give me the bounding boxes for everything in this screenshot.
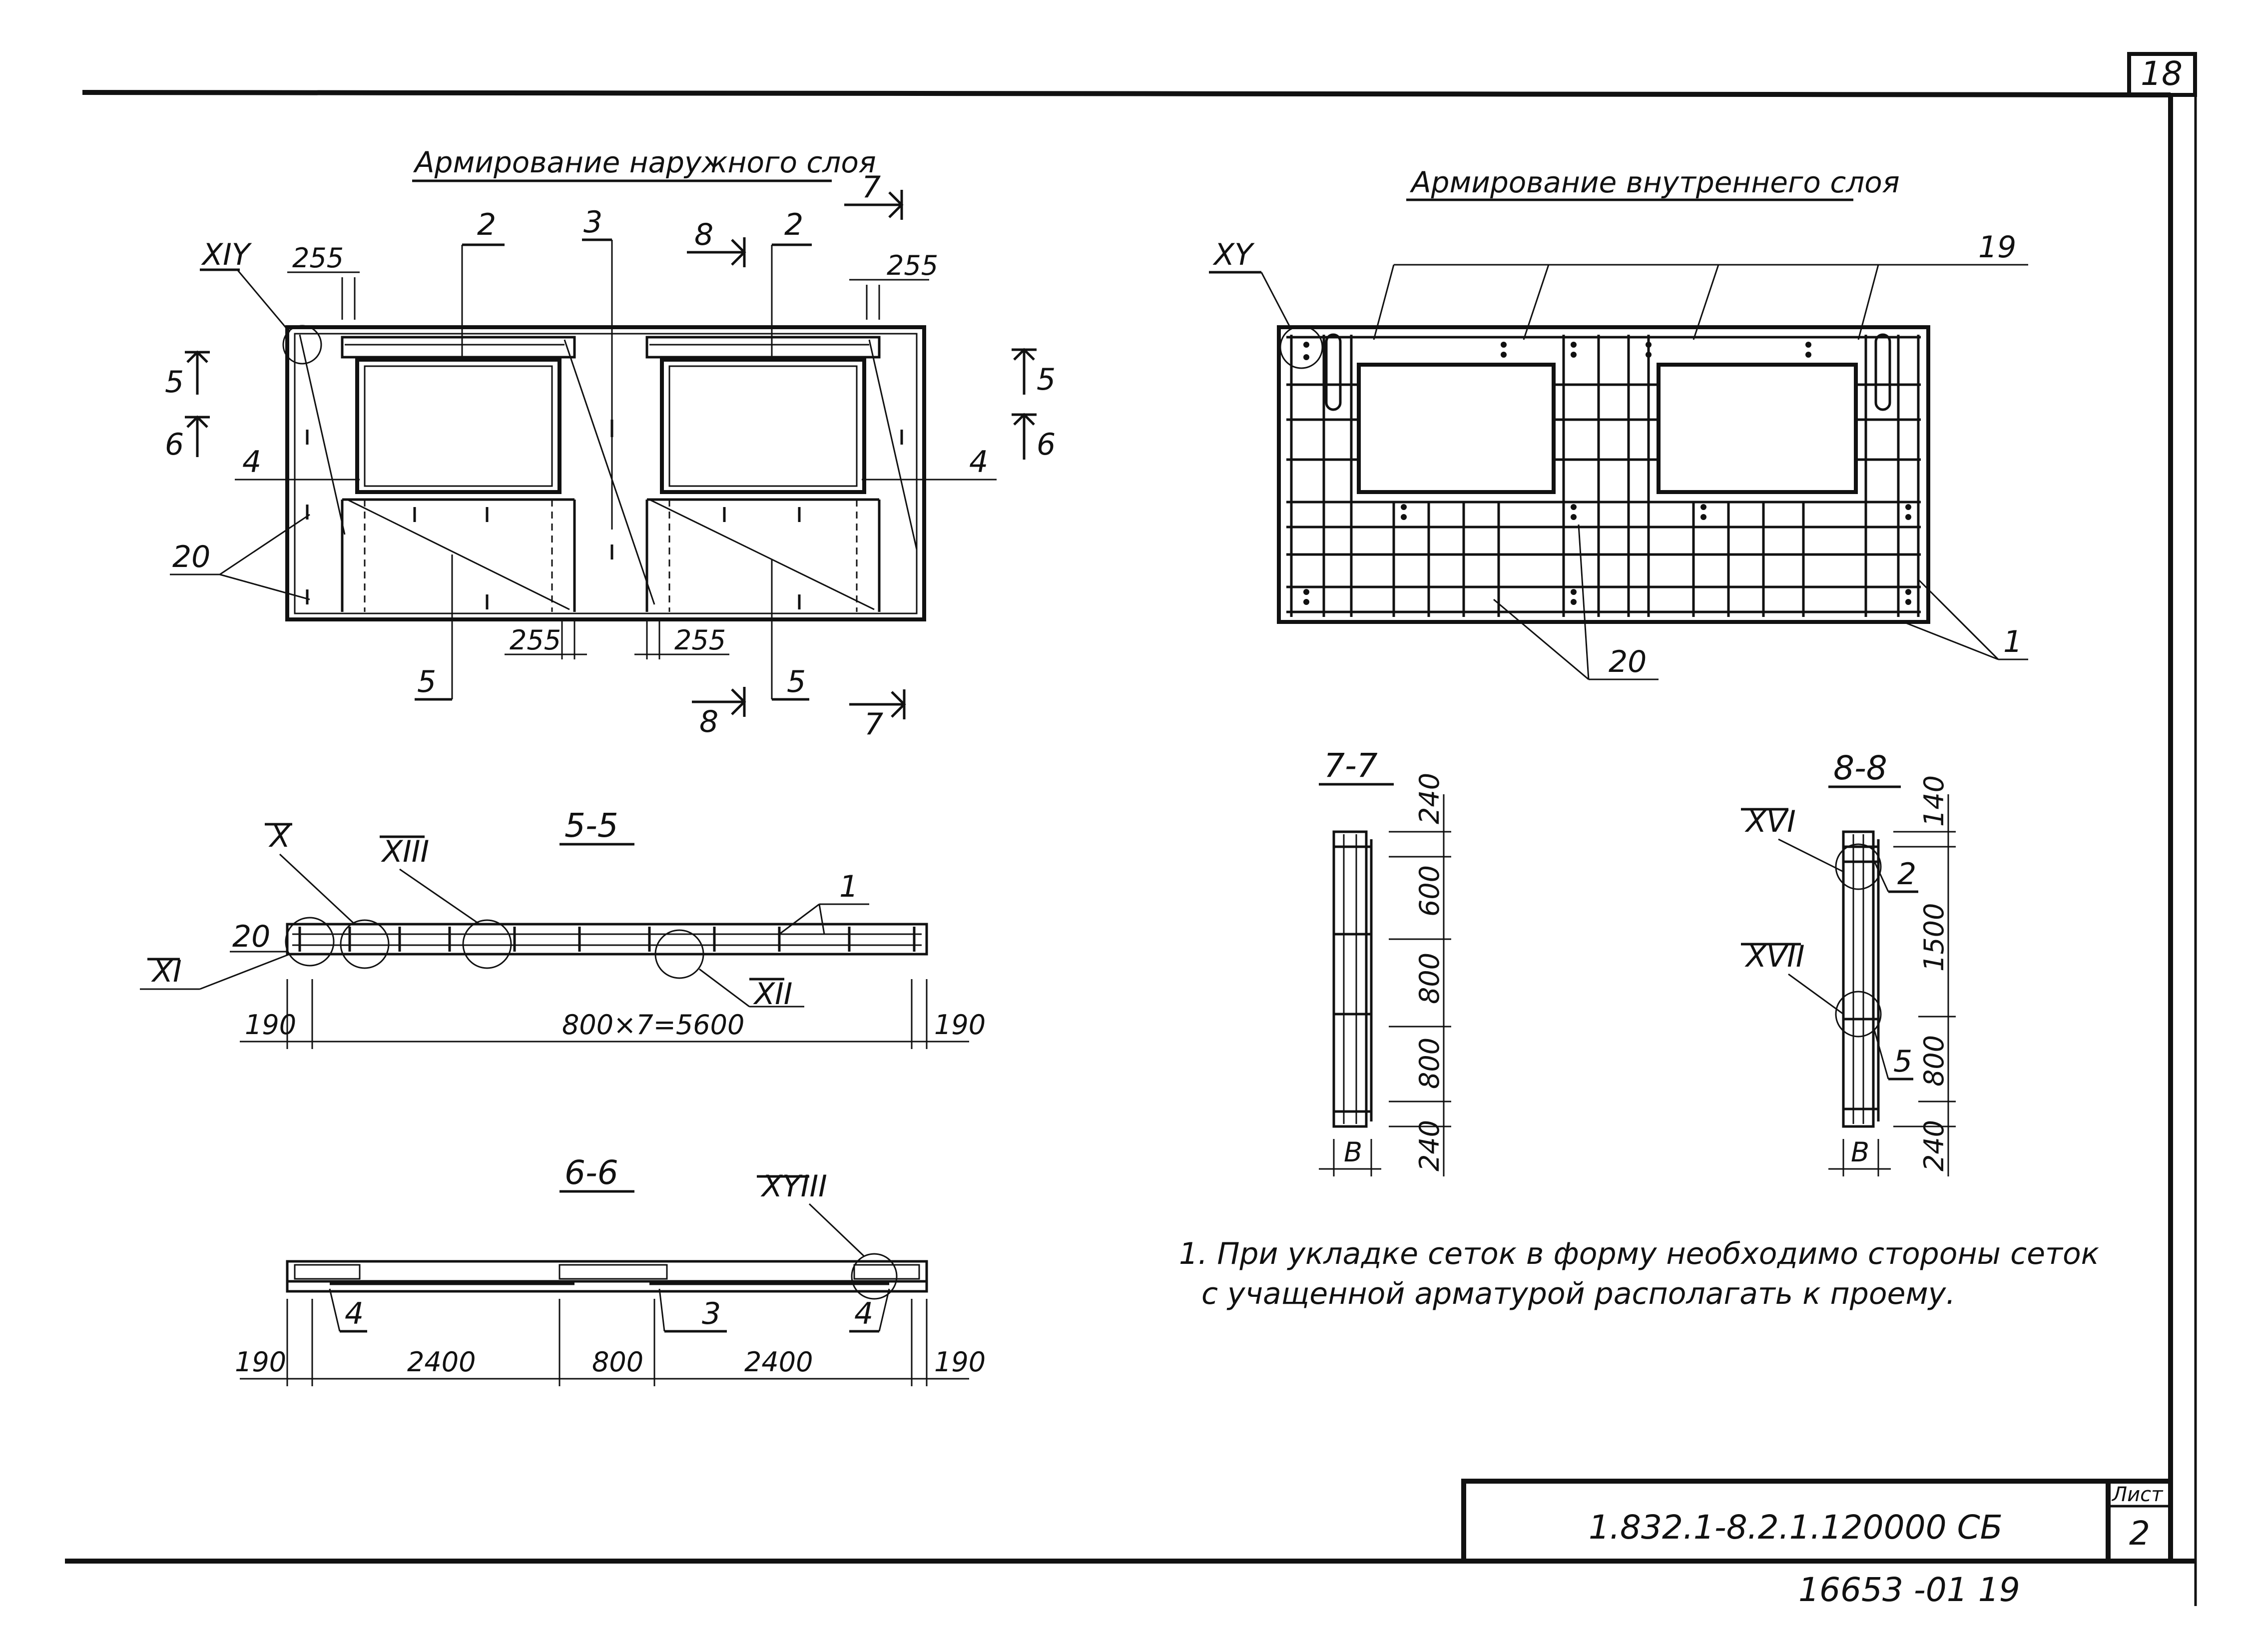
section-5-5-title: 5-5: [564, 806, 618, 845]
callout-5a: 5: [417, 664, 436, 699]
dim-5600-s55: 800×7=5600: [562, 1009, 744, 1041]
list-number: 2: [2129, 1514, 2150, 1553]
outer-layer-title: Армирование наружного слоя: [413, 145, 876, 179]
dim-600-s77: 600: [1414, 865, 1445, 917]
callout-20-inner: 20: [1609, 644, 1647, 679]
dim-190-a-s66: 190: [235, 1346, 286, 1378]
corner-sheet-number: 18: [2141, 54, 2183, 93]
mark-xyiii: XYIII: [760, 1169, 827, 1204]
note-line-2: с учащенной арматурой располагать к прое…: [1201, 1276, 1955, 1311]
callout-4-left: 4: [242, 445, 261, 480]
callout-5-s88: 5: [1893, 1044, 1912, 1079]
callout-3: 3: [583, 205, 602, 240]
inner-layer-title: Армирование внутреннего слоя: [1409, 165, 1900, 199]
callout-2-s88: 2: [1897, 857, 1916, 892]
section-6-6-title: 6-6: [564, 1153, 618, 1192]
mark-xii: XII: [753, 977, 793, 1012]
callout-1-inner: 1: [2003, 624, 2022, 659]
callout-4-right: 4: [969, 445, 988, 480]
dim-2400-a-s66: 2400: [407, 1346, 476, 1378]
outer-layer-plan: Армирование наружного слоя: [165, 145, 1056, 742]
dim-255-bottom-left: 255: [510, 624, 561, 656]
sheet-frame: 18: [65, 52, 2197, 1606]
title-block: 1.832.1-8.2.1.120000 СБ Лист 2 16653 -01…: [1461, 1479, 2173, 1609]
detail-mark-xiy: XIY: [201, 237, 252, 272]
dim-240-s88: 240: [1918, 1120, 1950, 1171]
width-b-s77: В: [1344, 1136, 1362, 1168]
callout-20-s55: 20: [232, 919, 270, 954]
dim-255-top-left: 255: [292, 242, 344, 274]
callout-20: 20: [172, 540, 210, 574]
dim-190-b-s66: 190: [934, 1346, 986, 1378]
dim-800-s66: 800: [592, 1346, 643, 1378]
dim-240-top-s77: 240: [1414, 773, 1445, 824]
section-mark-5-right: 5: [1037, 362, 1056, 397]
callout-19: 19: [1978, 230, 2016, 265]
section-7-7-title: 7-7: [1324, 746, 1378, 785]
callout-2b: 2: [784, 207, 803, 242]
section-mark-8-bottom: 8: [699, 704, 718, 739]
callout-1-s55: 1: [839, 869, 858, 904]
detail-mark-xy: XY: [1212, 237, 1255, 272]
section-6-6: 6-6 XYIII 4 3 4 190 2400 800 2400 190: [235, 1153, 986, 1386]
dim-800-b-s77: 800: [1414, 1038, 1445, 1089]
section-5-5: 5-5 X XIII XI XII 20: [140, 806, 986, 1049]
dim-140-s88: 140: [1918, 775, 1950, 827]
dim-190-right-s55: 190: [934, 1009, 986, 1041]
drawing-code: 1.832.1-8.2.1.120000 СБ: [1589, 1508, 2003, 1547]
width-b-s88: В: [1851, 1136, 1869, 1168]
dim-255-bottom-right: 255: [674, 624, 726, 656]
dim-240-bottom-s77: 240: [1414, 1120, 1445, 1171]
dim-800-a-s77: 800: [1414, 953, 1445, 1004]
section-mark-7-bottom: 7: [864, 707, 883, 742]
section-mark-6-left: 6: [165, 427, 184, 462]
section-mark-6-right: 6: [1037, 427, 1056, 462]
dim-800-s88: 800: [1918, 1035, 1950, 1087]
section-mark-8-top: 8: [694, 217, 713, 252]
mark-xiii: XIII: [381, 834, 429, 869]
callout-3-s66: 3: [702, 1296, 721, 1331]
section-8-8-title: 8-8: [1833, 749, 1887, 787]
dim-1500-s88: 1500: [1918, 903, 1950, 972]
section-mark-5-left: 5: [165, 365, 184, 400]
note-line-1: 1. При укладке сеток в форму необходимо …: [1179, 1236, 2099, 1271]
dim-2400-b-s66: 2400: [744, 1346, 813, 1378]
section-mark-7-top: 7: [862, 170, 881, 205]
dim-190-left-s55: 190: [245, 1009, 296, 1041]
notes: 1. При укладке сеток в форму необходимо …: [1179, 1236, 2099, 1311]
inventory-number: 16653 -01 19: [1798, 1571, 2020, 1609]
list-label: Лист: [2111, 1483, 2164, 1506]
inner-layer-plan: Армирование внутреннего слоя: [1209, 165, 2028, 680]
dim-255-top-right: 255: [887, 250, 938, 281]
callout-4-left-s66: 4: [345, 1296, 364, 1331]
callout-5b: 5: [787, 664, 806, 699]
callout-2a: 2: [477, 207, 496, 242]
section-8-8: 8-8 XVI XVII 2 5 140 1500 800 240: [1741, 749, 1956, 1176]
callout-4-right-s66: 4: [854, 1296, 873, 1331]
section-7-7: 7-7 240 600 800 800 240 В: [1319, 746, 1451, 1176]
